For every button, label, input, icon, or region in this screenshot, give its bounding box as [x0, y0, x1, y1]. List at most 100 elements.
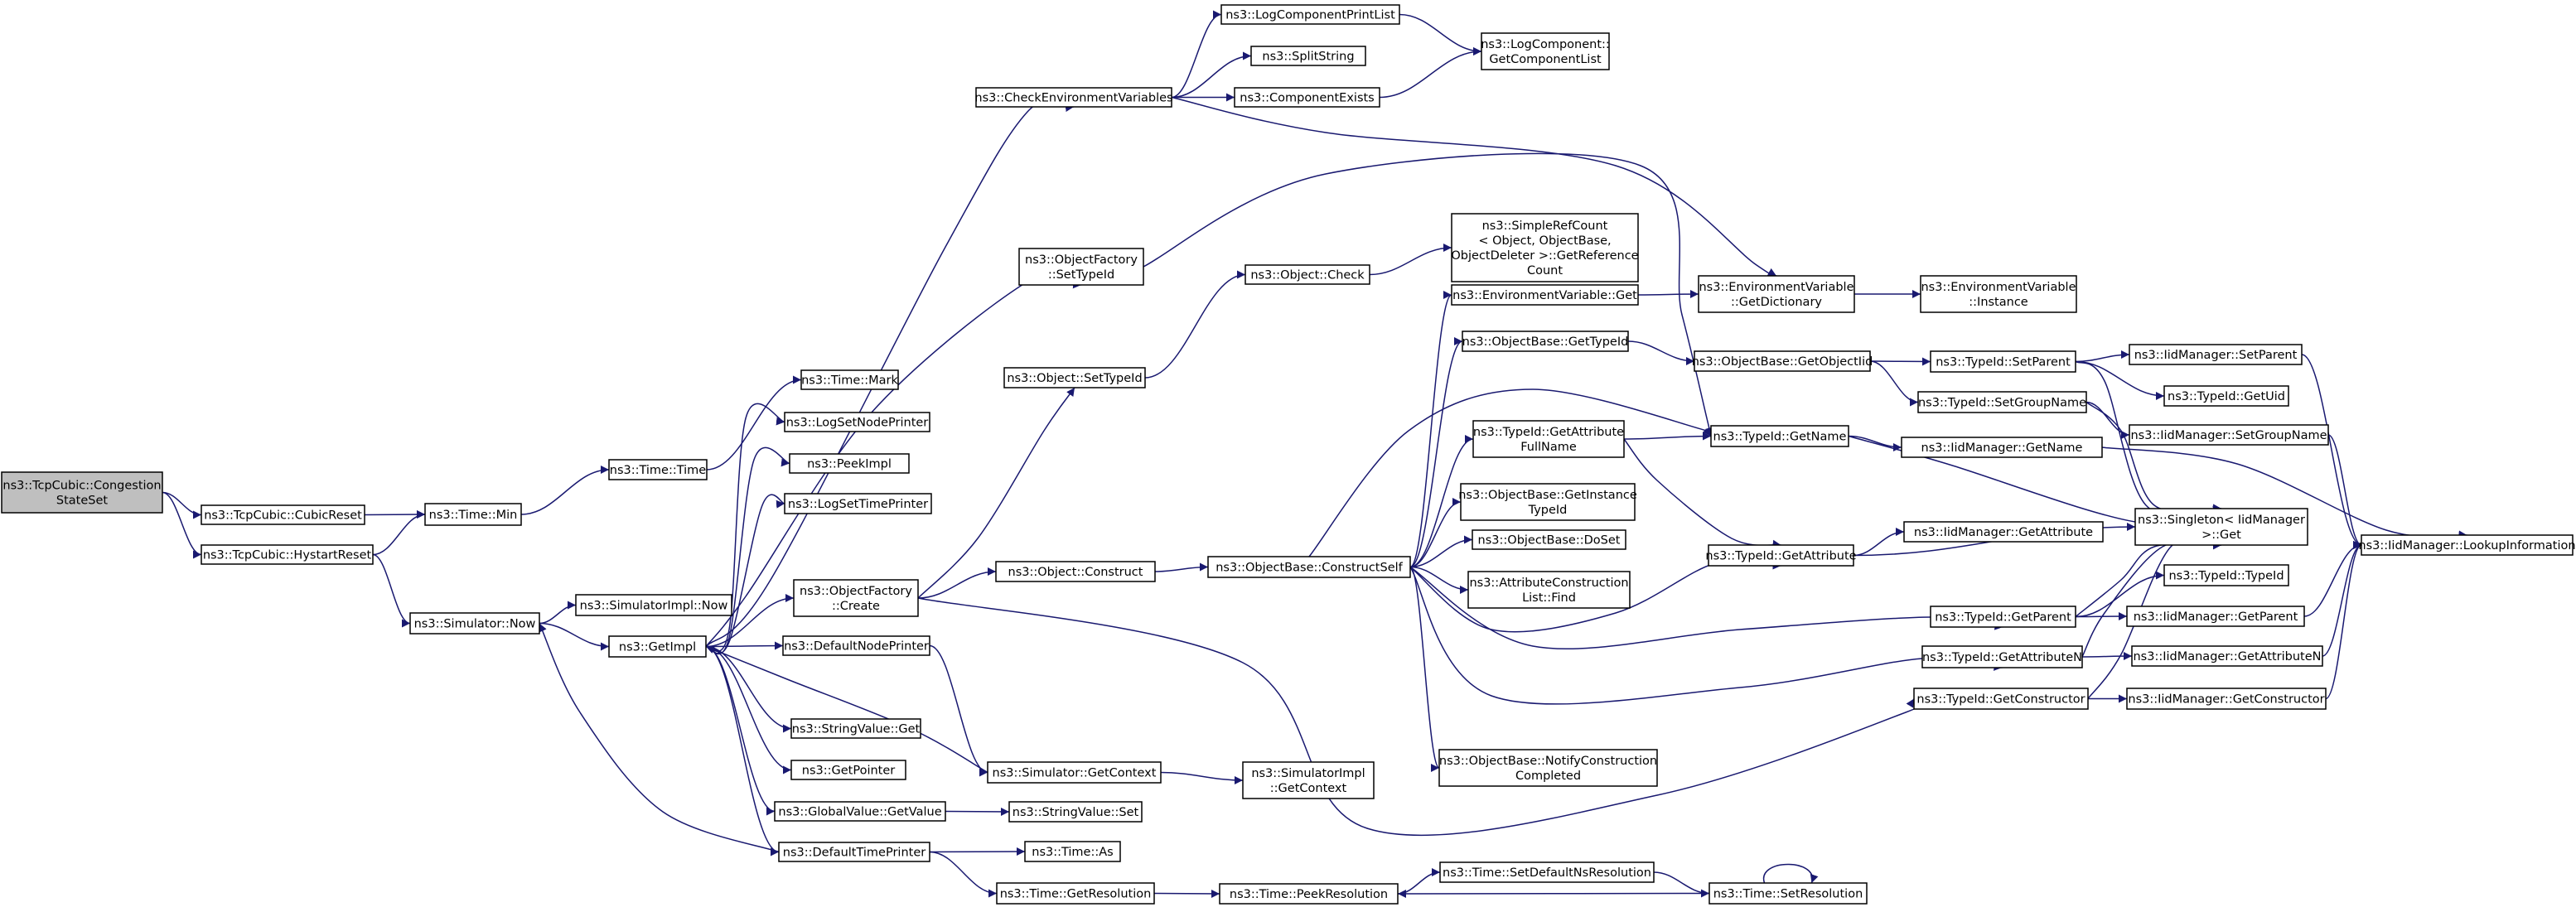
function-node[interactable]: ns3::IidManager::SetParent	[2129, 344, 2303, 365]
node-label: ns3::Simulator::Now	[414, 618, 536, 631]
node-label: ns3::SplitString	[1262, 51, 1354, 64]
node-box	[1018, 248, 1144, 286]
function-node[interactable]: ns3::IidManager::GetAttribute	[1903, 521, 2104, 543]
function-node[interactable]: ns3::Object::SetTypeId	[1003, 367, 1146, 388]
node-label: ns3::TcpCubic::CubicReset	[204, 509, 362, 523]
function-node[interactable]: ns3::TcpCubic::CubicReset	[201, 504, 365, 525]
function-node[interactable]: ns3::TypeId::TypeId	[2163, 564, 2289, 586]
node-label: ns3::Object::Check	[1250, 269, 1365, 282]
node-label: ::GetDictionary	[1731, 296, 1822, 309]
function-node[interactable]: ns3::LogSetNodePrinter	[784, 412, 930, 432]
node-box	[201, 504, 365, 525]
node-label: ns3::CheckEnvironmentVariables	[974, 92, 1172, 105]
function-node[interactable]: ns3::IidManager::LookupInformation	[2358, 534, 2576, 556]
function-node[interactable]: ns3::Time::GetResolution	[996, 882, 1155, 905]
function-node[interactable]: ns3::TypeId::GetConstructor	[1913, 688, 2089, 710]
function-node[interactable]: ns3::Time::Mark	[800, 369, 899, 390]
node-label: ns3::TypeId::GetConstructor	[1916, 693, 2085, 707]
call-edge	[1623, 438, 1781, 548]
node-label: ns3::Time::PeekResolution	[1230, 888, 1388, 901]
function-node[interactable]: ns3::StringValue::Set	[1008, 801, 1143, 823]
node-label: ns3::GetPointer	[802, 765, 896, 778]
function-node[interactable]: ns3::Simulator::Now	[409, 612, 540, 635]
node-label: ns3::PeekImpl	[807, 458, 892, 471]
function-node[interactable]: ns3::TypeId::GetAttributeN	[1921, 645, 2083, 668]
function-node[interactable]: ns3::TypeId::GetParent	[1930, 606, 2076, 628]
function-node[interactable]: ns3::ObjectBase::ConstructSelf	[1207, 556, 1411, 578]
function-node[interactable]: ns3::TypeId::GetAttribute	[1705, 544, 1857, 567]
function-node[interactable]: ns3::Time::Time	[608, 459, 708, 480]
function-node[interactable]: ns3::SimulatorImpl::Now	[575, 594, 732, 616]
function-node[interactable]: ns3::GetPointer	[790, 760, 906, 780]
function-node[interactable]: ns3::ObjectBase::NotifyConstructionCompl…	[1438, 749, 1658, 787]
call-edge	[2085, 401, 2222, 513]
function-node[interactable]: ns3::Object::Check	[1245, 264, 1370, 285]
function-node[interactable]: ns3::TypeId::SetParent	[1930, 350, 2076, 373]
function-node[interactable]: ns3::TypeId::GetName	[1710, 425, 1849, 447]
function-node[interactable]: ns3::Time::Min	[424, 503, 522, 526]
function-node[interactable]: ns3::IidManager::GetConstructor	[2126, 688, 2327, 710]
function-node[interactable]: ns3::ComponentExists	[1234, 87, 1380, 108]
function-node[interactable]: ns3::DefaultTimePrinter	[778, 842, 930, 862]
function-node[interactable]: ns3::TypeId::SetGroupName	[1917, 391, 2087, 413]
function-node[interactable]: ns3::DefaultNodePrinter	[782, 635, 930, 656]
function-node[interactable]: ns3::CheckEnvironmentVariables	[974, 87, 1173, 108]
node-label: ns3::SimulatorImpl::Now	[580, 600, 728, 613]
function-node[interactable]: ns3::LogComponent::GetComponentList	[1481, 32, 1610, 70]
function-node[interactable]: ns3::TcpCubic::HystartReset	[201, 544, 374, 565]
function-node[interactable]: ns3::EnvironmentVariable::Instance	[1920, 275, 2077, 313]
function-node[interactable]: ns3::Simulator::GetContext	[987, 761, 1162, 784]
function-node[interactable]: ns3::TypeId::GetUid	[2163, 385, 2289, 407]
node-label: ns3::Object::Construct	[1008, 566, 1143, 579]
node-box	[790, 718, 921, 739]
call-edge	[1409, 566, 1469, 594]
function-node[interactable]: ns3::Time::SetResolution	[1708, 882, 1868, 905]
function-node[interactable]: ns3::SplitString	[1250, 46, 1366, 66]
node-label: ns3::ObjectBase::NotifyConstruction	[1439, 755, 1657, 768]
node-label: ns3::LogComponent::	[1481, 38, 1610, 51]
function-node[interactable]: ns3::ObjectFactory::SetTypeId	[1018, 248, 1144, 286]
function-node[interactable]: ns3::ObjectBase::GetObjectIid	[1692, 350, 1873, 372]
node-label: ns3::EnvironmentVariable::Get	[1452, 289, 1637, 302]
node-label: ns3::TypeId::GetParent	[1935, 611, 2071, 625]
function-node[interactable]: ns3::Singleton< IidManager>::Get	[2134, 508, 2308, 546]
node-box	[1920, 275, 2077, 313]
function-node[interactable]: ns3::EnvironmentVariable::GetDictionary	[1698, 275, 1855, 313]
node-box	[424, 503, 522, 526]
call-edge	[2075, 360, 2165, 400]
function-node[interactable]: ns3::Time::PeekResolution	[1219, 883, 1399, 905]
node-box	[774, 801, 946, 822]
function-node[interactable]: ns3::GetImpl	[608, 635, 707, 658]
function-node[interactable]: ns3::ObjectBase::GetTypeId	[1462, 331, 1629, 352]
function-node[interactable]: ns3::StringValue::Get	[790, 718, 921, 739]
node-label: ns3::TcpCubic::Congestion	[2, 480, 161, 493]
call-edge	[705, 494, 785, 654]
node-box	[987, 761, 1162, 784]
function-node[interactable]: ns3::Time::SetDefaultNsResolution	[1439, 861, 1655, 883]
function-node[interactable]: ns3::IidManager::SetGroupName	[2129, 424, 2329, 446]
node-label: FullName	[1520, 441, 1577, 454]
function-node[interactable]: ns3::IidManager::GetName	[1901, 437, 2103, 458]
function-node[interactable]: ns3::SimulatorImpl::GetContext	[1242, 761, 1375, 799]
function-node[interactable]: ns3::Object::Construct	[995, 561, 1156, 582]
node-box	[2129, 424, 2329, 446]
function-node[interactable]: ns3::ObjectFactory::Create	[793, 579, 919, 617]
call-edge	[705, 645, 792, 774]
function-node[interactable]: ns3::SimpleRefCount< Object, ObjectBase,…	[1451, 213, 1639, 282]
node-label: ns3::Time::GetResolution	[1000, 888, 1152, 901]
function-node[interactable]: ns3::IidManager::GetParent	[2126, 606, 2305, 627]
node-box	[1242, 761, 1375, 799]
node-label: ns3::ObjectBase::ConstructSelf	[1216, 562, 1403, 575]
function-node[interactable]: ns3::ObjectBase::DoSet	[1472, 529, 1626, 550]
function-node[interactable]: ns3::GlobalValue::GetValue	[774, 801, 946, 822]
node-box	[1451, 213, 1639, 282]
function-node[interactable]: ns3::LogSetTimePrinter	[784, 493, 932, 514]
function-node[interactable]: ns3::IidManager::GetAttributeN	[2131, 645, 2323, 667]
function-node[interactable]: ns3::PeekImpl	[789, 453, 910, 474]
function-node[interactable]: ns3::LogComponentPrintList	[1220, 4, 1400, 25]
function-node[interactable]: ns3::Time::As	[1024, 841, 1121, 862]
function-node[interactable]: ns3::EnvironmentVariable::Get	[1451, 284, 1639, 306]
